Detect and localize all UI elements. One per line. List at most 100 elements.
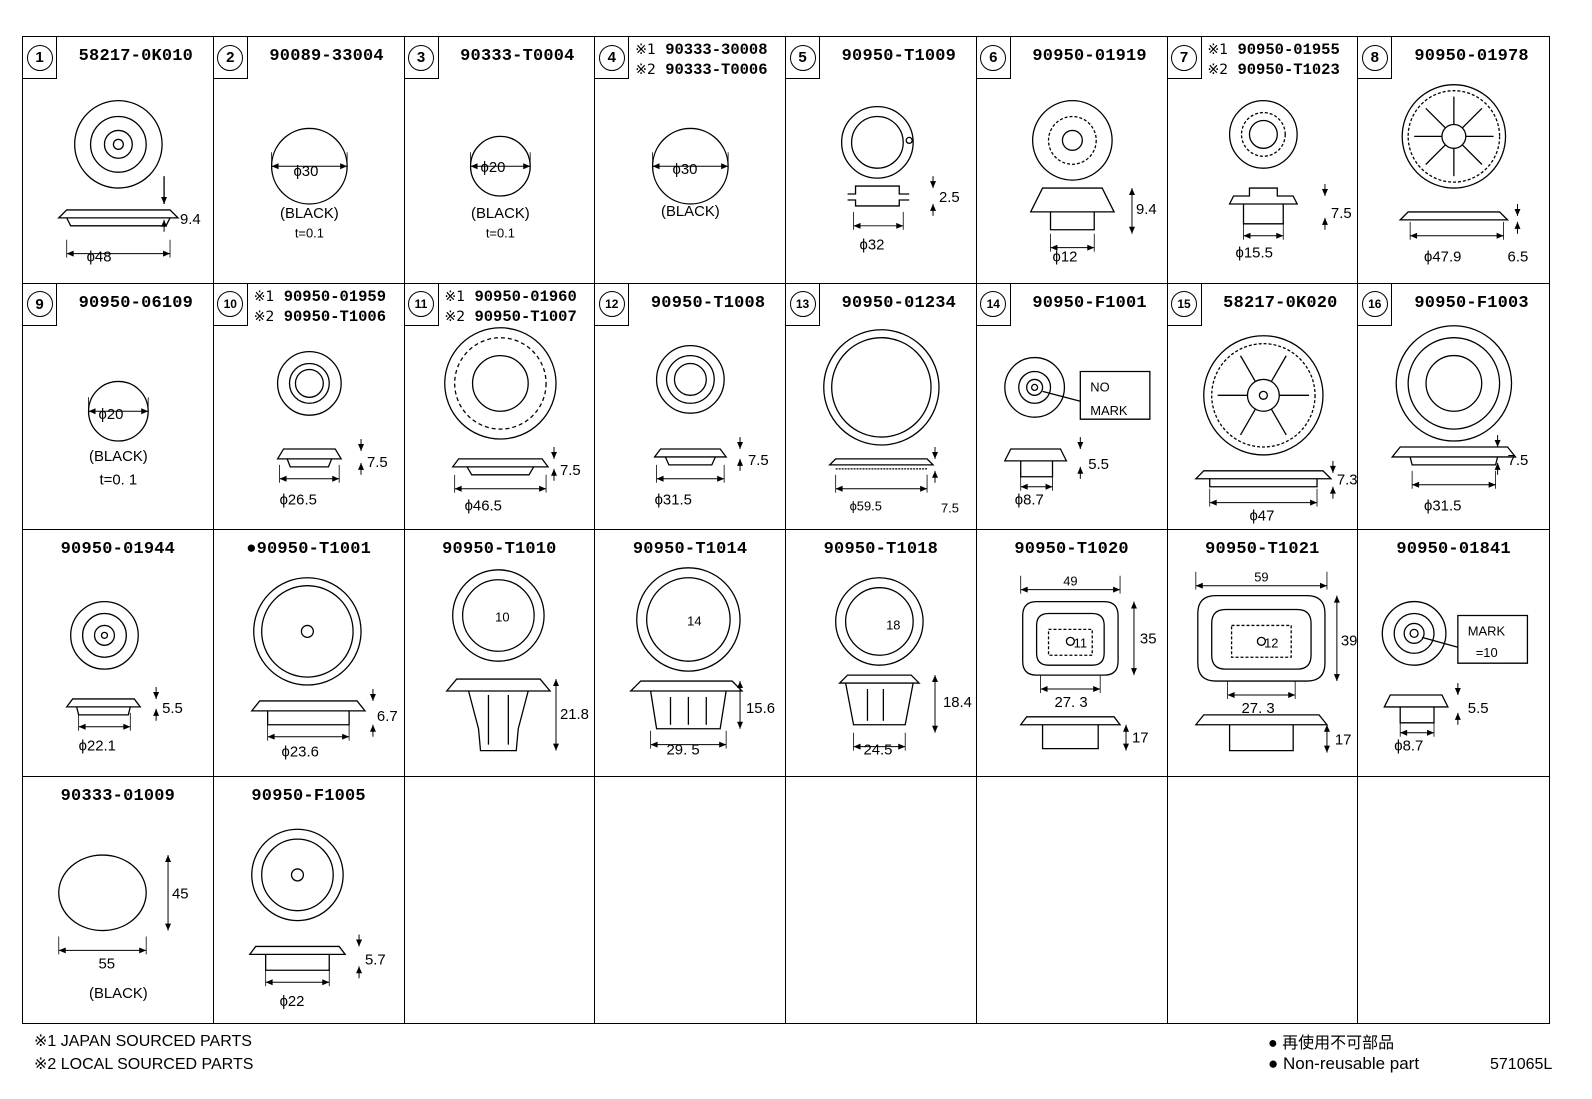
dim-diameter: ϕ8.7 <box>1394 739 1423 755</box>
part-number: ●90950-T1001 <box>246 540 372 559</box>
dim-diameter: ϕ48 <box>87 250 112 266</box>
label-size: 12 <box>1264 635 1278 650</box>
part-number: 90950-T1007 <box>474 307 577 326</box>
footnote-japan: ※1 JAPAN SOURCED PARTS <box>34 1033 252 1050</box>
part-figure: ϕ20(BLACK)t=0. 1 <box>87 380 149 488</box>
dim-height: 7.5 <box>1508 452 1529 468</box>
part-number: 90950-01919 <box>1032 47 1147 66</box>
callout-number-box: 9 <box>23 283 57 326</box>
grommet-drawing <box>276 350 364 483</box>
part-number: 90950-01944 <box>60 540 176 559</box>
dim-diameter: ϕ30 <box>293 164 318 180</box>
grommet-drawing <box>1381 600 1529 737</box>
part-figure: MARK=105.5ϕ8.7 <box>1381 600 1529 755</box>
label-color: (BLACK) <box>470 206 529 222</box>
label-thickness: t=0. 1 <box>100 472 138 488</box>
callout-number: 2 <box>217 44 244 71</box>
part-number: 90950-F1005 <box>251 786 366 806</box>
dim-height: 15.6 <box>746 701 775 717</box>
callout-number: 11 <box>408 291 434 317</box>
dim-diameter: ϕ22 <box>279 994 304 1010</box>
label-size: 18 <box>886 617 900 632</box>
callout-number-box: 5 <box>786 37 820 79</box>
callout-number: 15 <box>1171 291 1197 317</box>
label-mark-size: =10 <box>1476 645 1498 660</box>
source-mark: ※2 <box>635 62 656 78</box>
part-number: 90333-01009 <box>60 786 176 806</box>
dim-height: 6.5 <box>1508 250 1529 266</box>
dim-height: 7.5 <box>748 452 769 468</box>
part-number: 90950-T1021 <box>1205 540 1320 559</box>
dim-width: 59 <box>1254 570 1268 585</box>
empty-cell <box>1168 776 1359 1023</box>
grommet-drawing <box>1003 356 1151 491</box>
callout-number-box: 6 <box>976 37 1011 79</box>
label-size: 10 <box>495 609 509 624</box>
callout-number-box: 7 <box>1167 37 1202 79</box>
source-mark: ※2 <box>1207 62 1229 78</box>
part-numbers: ※1 90950-01955※2 90950-T1023 <box>1208 40 1356 80</box>
part-number-line: ※2 90950-T1023 <box>1208 60 1356 80</box>
grommet-drawing <box>823 328 940 493</box>
part-number: 90950-01978 <box>1414 47 1529 66</box>
part-number: 90950-01959 <box>283 287 387 306</box>
part-numbers: ※1 90950-01960※2 90950-T1007 <box>445 287 593 327</box>
dim-width: 24.5 <box>863 743 892 759</box>
label-thickness: t=0.1 <box>485 226 514 241</box>
dim-width: 49 <box>1063 574 1077 589</box>
source-mark: ※1 <box>253 288 275 305</box>
part-cell: 90950-T1021 59 39 27. 3 12 17 <box>1167 530 1359 777</box>
empty-cell <box>1358 777 1549 1024</box>
seal-drawing <box>87 380 149 442</box>
dim-height: 9.4 <box>1136 202 1157 218</box>
part-number: 90950-T1018 <box>823 540 939 559</box>
part-number-line: ※2 90333-T0006 <box>635 60 783 80</box>
callout-number: 9 <box>26 291 53 317</box>
label-color: (BLACK) <box>280 206 339 222</box>
dim-diameter: ϕ32 <box>860 238 885 254</box>
dim-inner-width: 27. 3 <box>1241 701 1274 717</box>
part-number-line: ※1 90950-01960 <box>445 287 593 307</box>
part-figure: ϕ30(BLACK) <box>652 127 730 220</box>
callout-number: 5 <box>789 44 816 71</box>
part-numbers: ※1 90950-01959※2 90950-T1006 <box>254 287 402 327</box>
part-number-line: ※2 90950-T1006 <box>254 307 402 327</box>
part-number: 58217-0K020 <box>1223 293 1338 313</box>
dim-clip-height: 17 <box>1132 731 1149 747</box>
dim-diameter: ϕ46.5 <box>464 498 501 514</box>
dim-height: 5.7 <box>365 952 386 968</box>
dim-height: 6.7 <box>377 709 398 725</box>
part-number: 90950-01960 <box>474 287 577 306</box>
part-figure: ϕ30(BLACK)t=0.1 <box>270 127 348 241</box>
dim-diameter: ϕ20 <box>480 160 505 176</box>
grommet-drawing <box>1029 99 1135 252</box>
dim-height: 39 <box>1340 633 1357 649</box>
dim-diameter: ϕ59.5 <box>850 498 882 513</box>
clip-drawing <box>1193 571 1340 753</box>
part-number: 90950-T1020 <box>1014 540 1129 559</box>
source-mark: ※2 <box>444 308 466 325</box>
callout-number: 13 <box>789 291 816 317</box>
dim-clip-height: 17 <box>1334 733 1351 749</box>
part-number: 90333-30008 <box>665 41 768 59</box>
part-cell: 90950-F1005 5.7 ϕ22 <box>214 776 405 1023</box>
dim-diameter: ϕ8.7 <box>1015 492 1044 508</box>
clip-drawing <box>444 569 559 752</box>
part-number: 90950-F1003 <box>1414 293 1529 313</box>
footnote-nonreusable-jp: ● 再使用不可部品 <box>1268 1035 1395 1052</box>
